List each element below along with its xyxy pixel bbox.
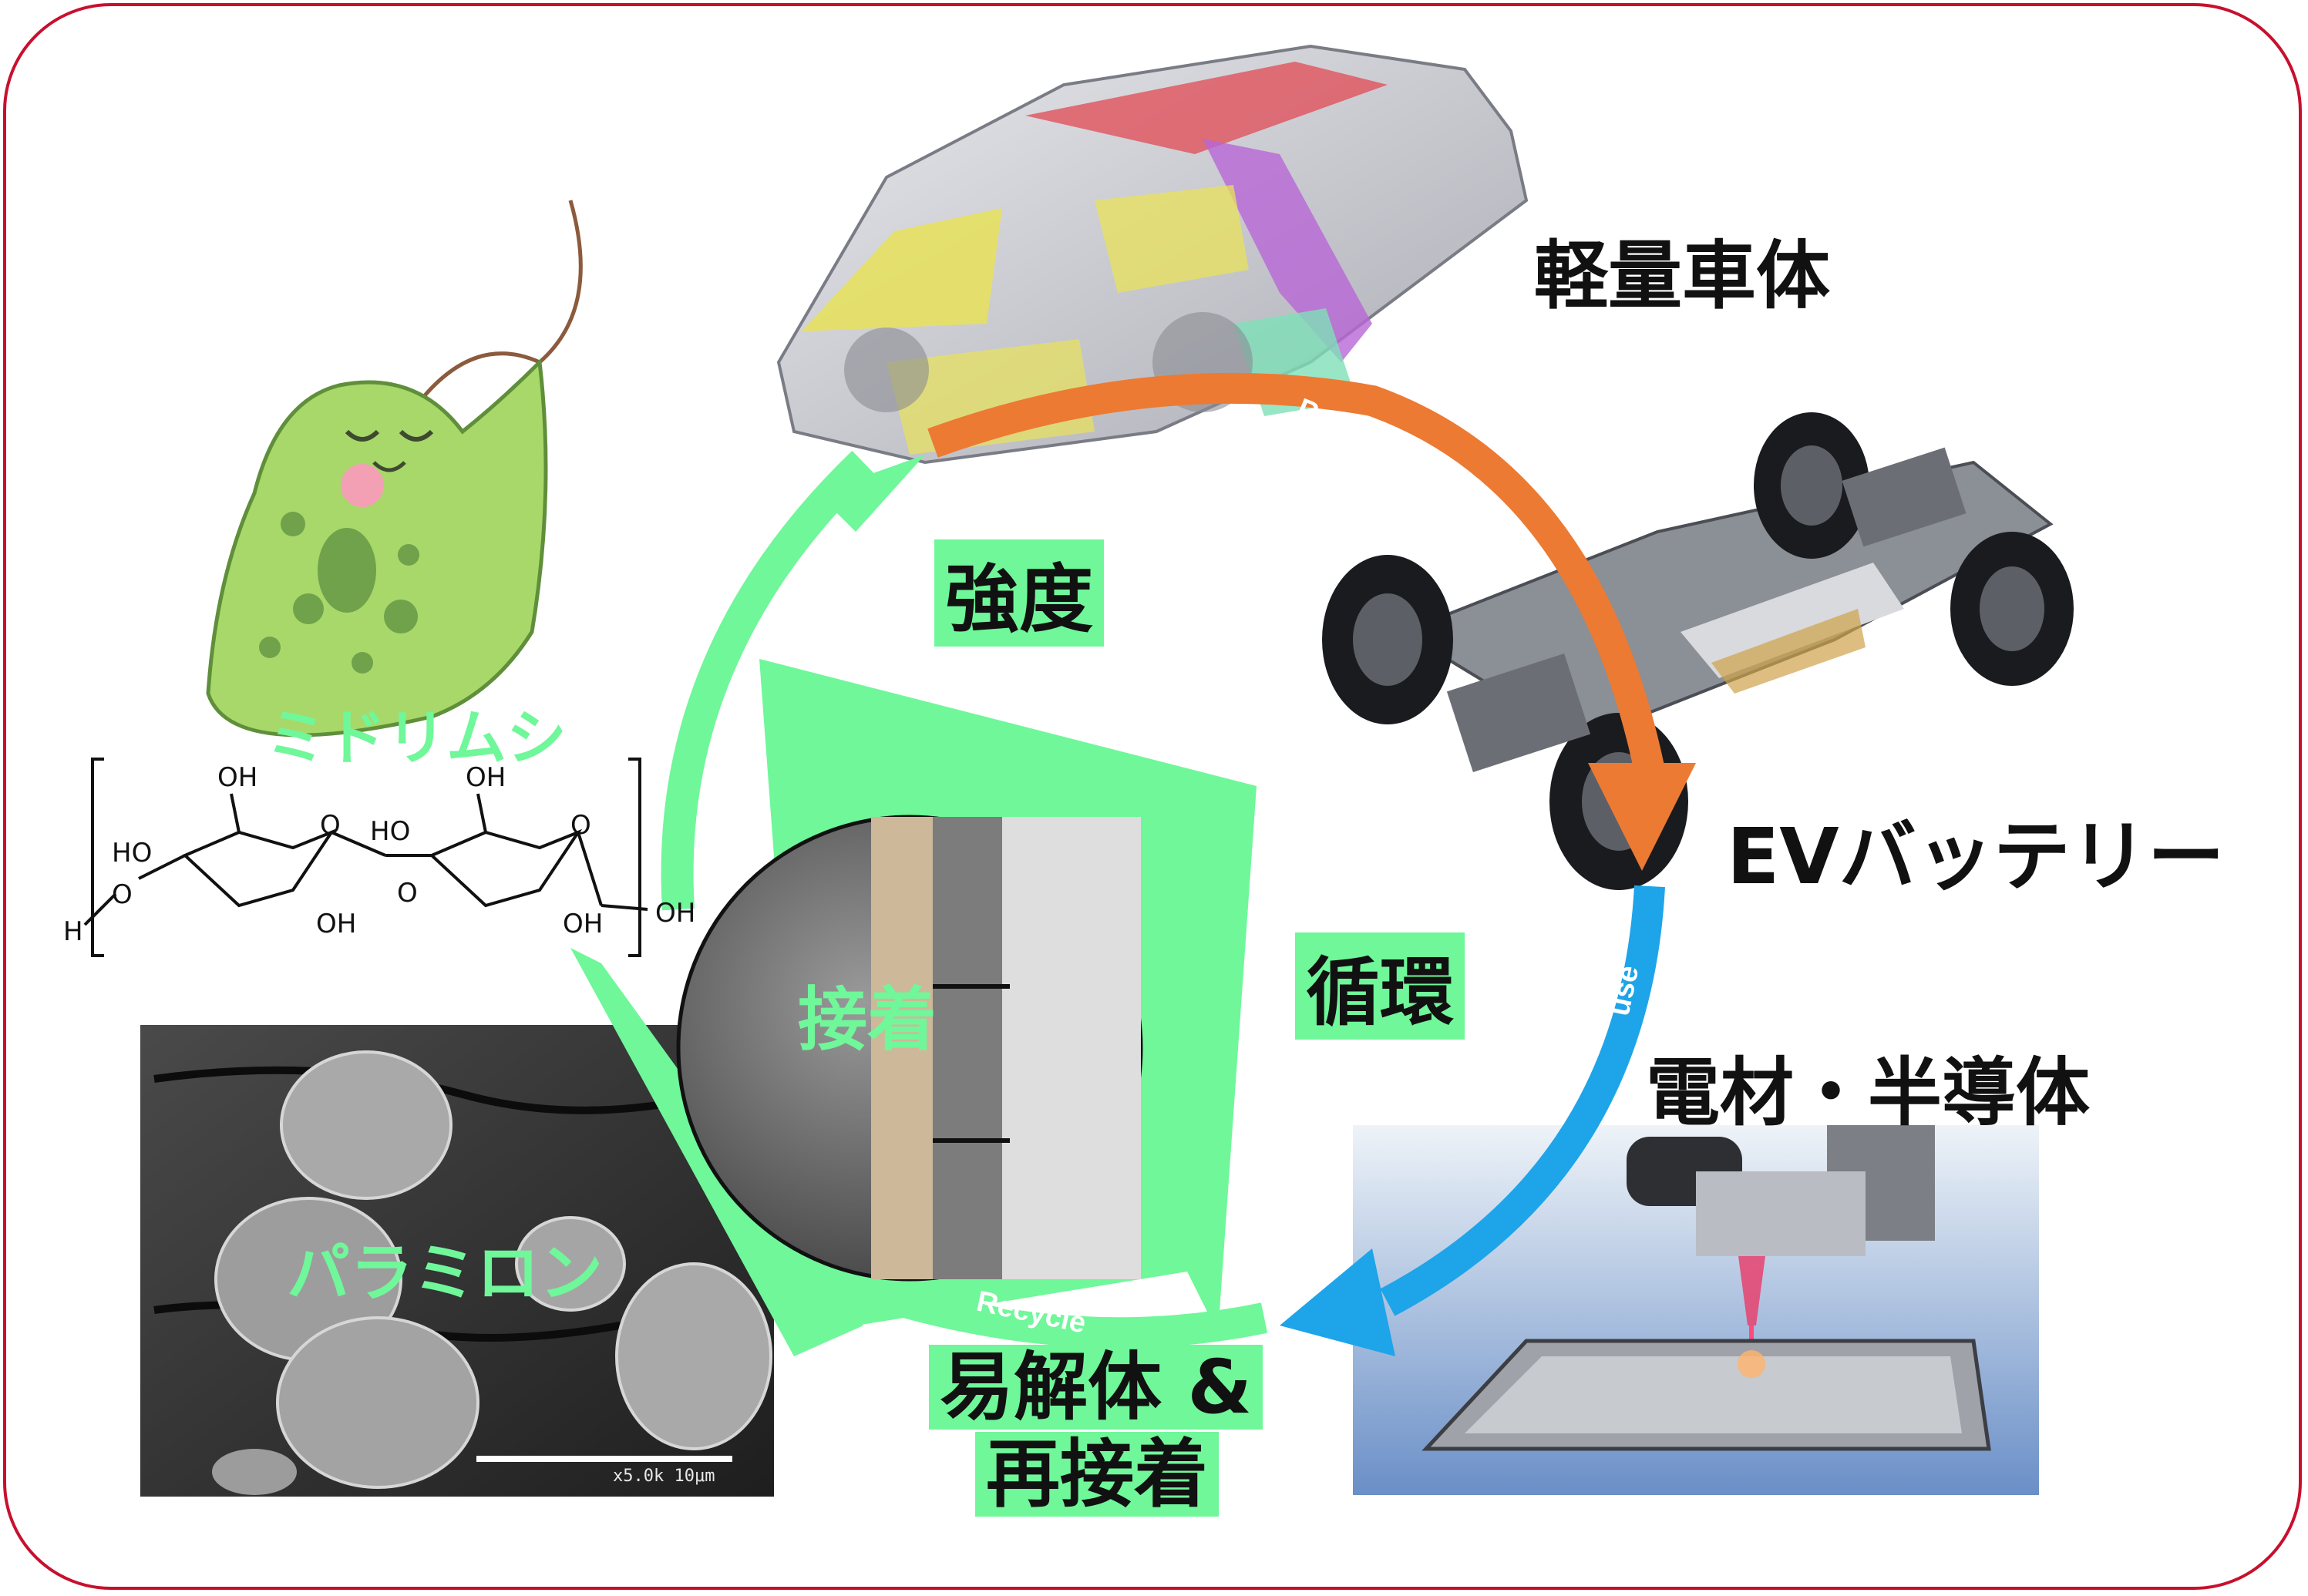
oh-label: OH: [466, 762, 506, 793]
recycle-arrow: [874, 1279, 1268, 1349]
label-readhesion: 再接着: [975, 1432, 1219, 1517]
product-arrowhead: [1588, 763, 1696, 871]
o-label: O: [397, 878, 418, 909]
label-easy-dismantle-line1: 易解体 &: [940, 1344, 1253, 1430]
label-paramylon: パラミロン: [287, 1237, 604, 1310]
label-easy-dismantle: 易解体 &: [929, 1345, 1263, 1430]
oh-label: OH: [563, 909, 603, 939]
oh-label: OH: [217, 762, 257, 793]
o-label: O: [570, 810, 591, 841]
use-arrowhead: [1280, 1248, 1395, 1356]
product-arrow: [927, 372, 1665, 774]
chemical-labels: OH OH HO HO O O O O OH OH OH H: [63, 762, 695, 947]
sem-scale-text: x5.0k 10μm: [613, 1467, 715, 1486]
o-label: O: [320, 810, 341, 841]
label-strength: 強度: [934, 539, 1104, 647]
label-circulation: 循環: [1295, 932, 1465, 1040]
oh-label: OH: [655, 898, 695, 929]
dispenser-image: [1353, 1125, 2039, 1495]
h-label: H: [63, 916, 83, 947]
oh-label: OH: [316, 909, 356, 939]
ho-label: HO: [370, 816, 410, 847]
o-label: O: [112, 879, 133, 910]
chemical-structure: [83, 758, 648, 957]
use-arrow: [1380, 885, 1665, 1316]
rounded-frame: [3, 3, 2302, 1590]
adhesive-disc-image: [676, 815, 1143, 1282]
label-euglena: ミドリムシ: [266, 704, 567, 773]
euglena-illustration: [206, 200, 583, 738]
label-lightweight-body: 軽量車体: [1534, 233, 1830, 319]
ho-label: HO: [112, 838, 152, 869]
strength-arc: [661, 450, 875, 911]
label-adhesion: 接着: [798, 979, 937, 1060]
label-ev-battery: EVバッテリー: [1727, 811, 2225, 902]
strength-arrowhead: [817, 455, 925, 532]
label-electronics: 電材・半導体: [1646, 1050, 2090, 1136]
